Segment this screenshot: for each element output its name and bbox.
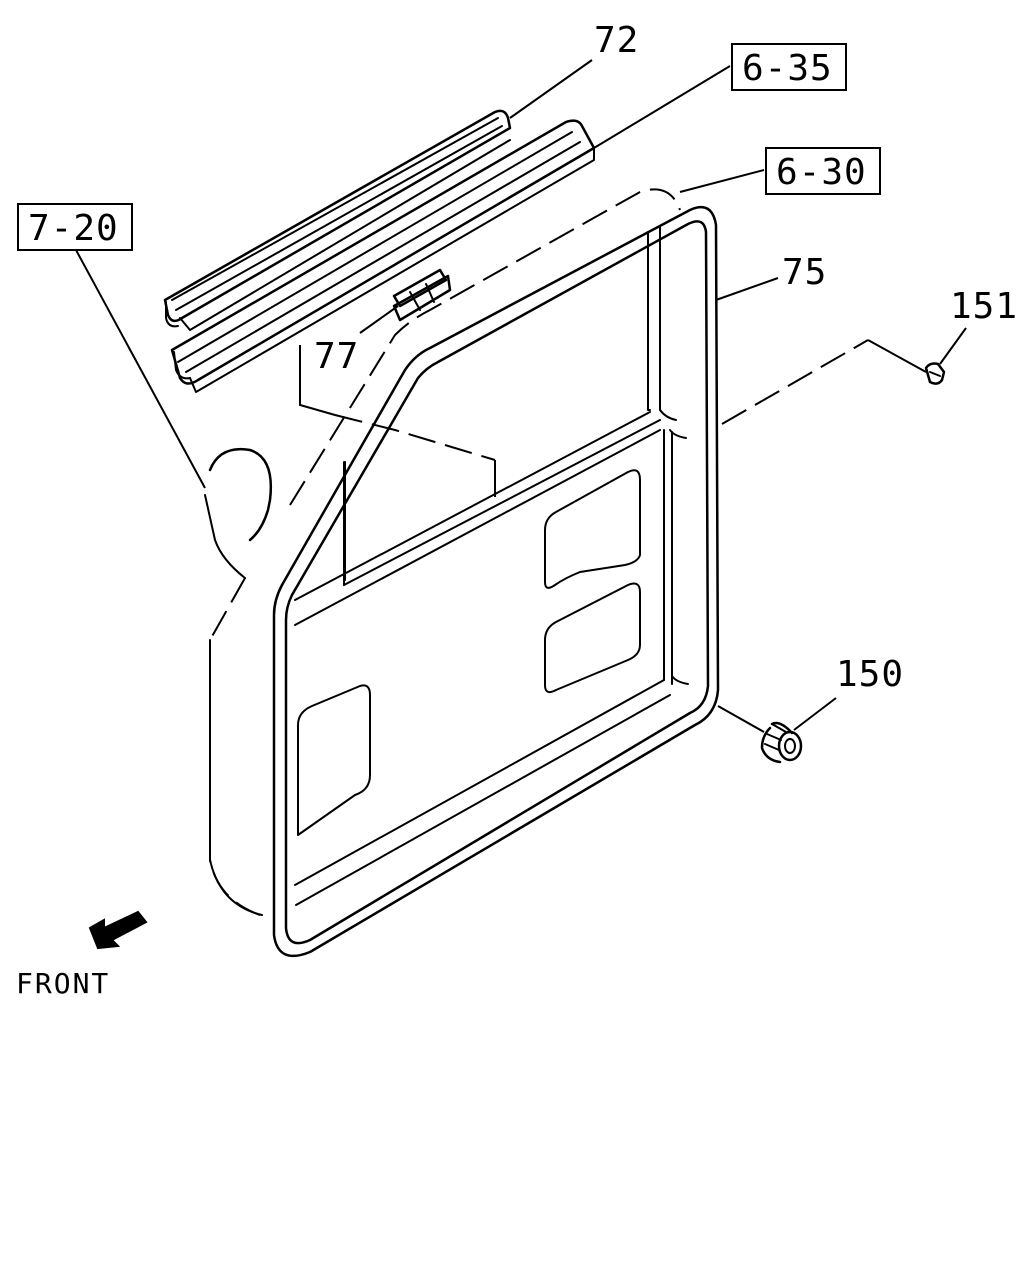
leader-lines [75,59,967,733]
callout-150: 150 [836,654,904,695]
svg-text:77: 77 [314,336,359,377]
clip-151[interactable] [924,362,946,385]
front-indicator: FRONT [16,910,148,1000]
weatherstrip-75[interactable] [272,205,720,958]
svg-text:75: 75 [782,252,827,293]
callout-77: 77 [314,336,359,377]
front-label: FRONT [16,967,110,1000]
door-trim-7-20[interactable] [204,188,681,916]
svg-text:150: 150 [836,654,904,695]
svg-text:72: 72 [594,20,639,61]
callout-6-35: 6-35 [731,43,847,91]
channel-6-35[interactable] [170,119,596,393]
callout-7-20: 7-20 [17,203,133,251]
callout-75: 75 [782,252,827,293]
callout-151: 151 [950,286,1018,327]
clip-77[interactable] [392,268,452,322]
weatherstrip-72[interactable] [163,109,512,331]
svg-text:151: 151 [950,286,1018,327]
svg-text:6-35: 6-35 [742,48,833,89]
svg-text:6-30: 6-30 [776,152,867,193]
front-arrow-icon [88,910,148,950]
grommet-150[interactable] [760,721,803,764]
callout-72: 72 [594,20,639,61]
callout-6-30: 6-30 [765,147,881,195]
svg-text:7-20: 7-20 [28,208,119,249]
